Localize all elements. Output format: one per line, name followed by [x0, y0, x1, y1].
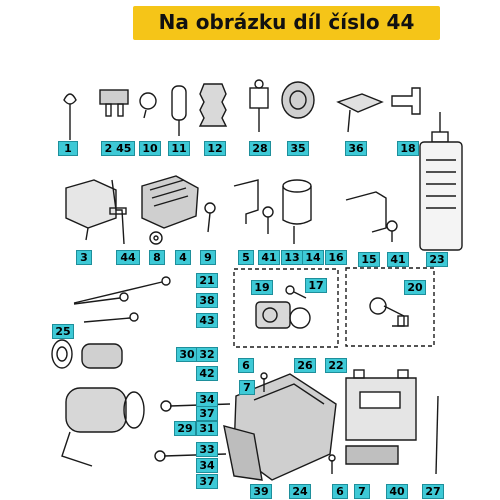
callout-label: 16: [325, 250, 347, 265]
callout-label: 26: [294, 358, 316, 373]
banner-title: Na obrázku díl číslo 44: [158, 10, 415, 34]
callout-label: 5: [238, 250, 254, 265]
callout-label: 4: [175, 250, 191, 265]
callout-label: 10: [139, 141, 161, 156]
callout-label: 14: [302, 250, 324, 265]
callout-label: 39: [250, 484, 272, 499]
callout-label: 6: [238, 358, 254, 373]
bracket-clip-icon: [391, 87, 421, 115]
battery-cover-icon: [223, 425, 263, 481]
battery-icon: [345, 369, 417, 441]
callout-label: 42: [196, 366, 218, 381]
callout-label: 23: [426, 252, 448, 267]
callout-label: 7: [239, 380, 255, 395]
callout-label: 28: [249, 141, 271, 156]
callout-label: 40: [386, 484, 408, 499]
callout-label: 21: [196, 273, 218, 288]
brake-switch-icon: [249, 79, 269, 132]
mounting-bracket-icon: [233, 179, 259, 224]
screw-icon: [260, 372, 336, 474]
callout-label: 43: [196, 313, 218, 328]
callout-label: 2 45: [101, 141, 135, 156]
callout-label: 3: [76, 250, 92, 265]
clip-icon: [63, 93, 77, 140]
callout-label: 7: [354, 484, 370, 499]
callout-label: 37: [196, 474, 218, 489]
horn-icon: [281, 81, 315, 119]
buzzer-icon: [282, 179, 312, 244]
screw-icon: [73, 276, 171, 323]
hose-connector-icon: [171, 85, 187, 136]
callout-label: 34: [196, 392, 218, 407]
oil-bottle-icon: [419, 112, 463, 251]
callout-label: 9: [200, 250, 216, 265]
callout-label: 34: [196, 458, 218, 473]
callout-label: 33: [196, 442, 218, 457]
callout-label: 41: [258, 250, 280, 265]
callout-label: 6: [332, 484, 348, 499]
washer-icon: [149, 231, 163, 245]
callout-label: 37: [196, 406, 218, 421]
callout-label: 35: [287, 141, 309, 156]
bolt-icon: [386, 220, 398, 242]
callout-label: 22: [325, 358, 347, 373]
wire-connector-icon: [109, 179, 127, 245]
callout-label-highlighted: 44: [116, 250, 140, 265]
bolt-icon: [204, 202, 216, 233]
callout-label: 31: [196, 421, 218, 436]
callout-label: 13: [281, 250, 303, 265]
callout-label: 19: [251, 280, 273, 295]
mounting-bracket-icon: [345, 191, 387, 233]
callout-label: 11: [168, 141, 190, 156]
ignition-switch-icon: [255, 301, 311, 329]
callout-label: 18: [397, 141, 419, 156]
regulator-icon: [141, 175, 199, 229]
callout-label: 27: [422, 484, 444, 499]
title-banner: Na obrázku díl číslo 44: [133, 6, 440, 40]
callout-label: 41: [387, 252, 409, 267]
callout-label: 30: [176, 347, 198, 362]
callout-label: 1: [58, 141, 78, 156]
group-box-lock: [345, 267, 435, 347]
callout-label: 24: [289, 484, 311, 499]
lock-cylinder-icon: [369, 297, 409, 327]
rubber-boot-icon: [198, 83, 228, 127]
relay-icon: [65, 179, 117, 241]
callout-label: 20: [404, 280, 426, 295]
fuse-icon: [99, 89, 129, 117]
bolt-icon: [262, 206, 274, 234]
callout-label: 12: [204, 141, 226, 156]
callout-label: 36: [345, 141, 367, 156]
starter-motor-icon: [51, 339, 145, 467]
key-icon: [285, 285, 307, 299]
callout-label: 8: [149, 250, 165, 265]
callout-label: 25: [52, 324, 74, 339]
callout-label: 32: [196, 347, 218, 362]
cable-clamp-icon: [139, 92, 157, 119]
cable-tie-icon: [345, 395, 439, 475]
callout-label: 15: [358, 252, 380, 267]
callout-label: 29: [174, 421, 196, 436]
callout-label: 38: [196, 293, 218, 308]
terminal-holder-icon: [336, 93, 384, 133]
group-box-ignition: [233, 268, 339, 348]
callout-label: 17: [305, 278, 327, 293]
